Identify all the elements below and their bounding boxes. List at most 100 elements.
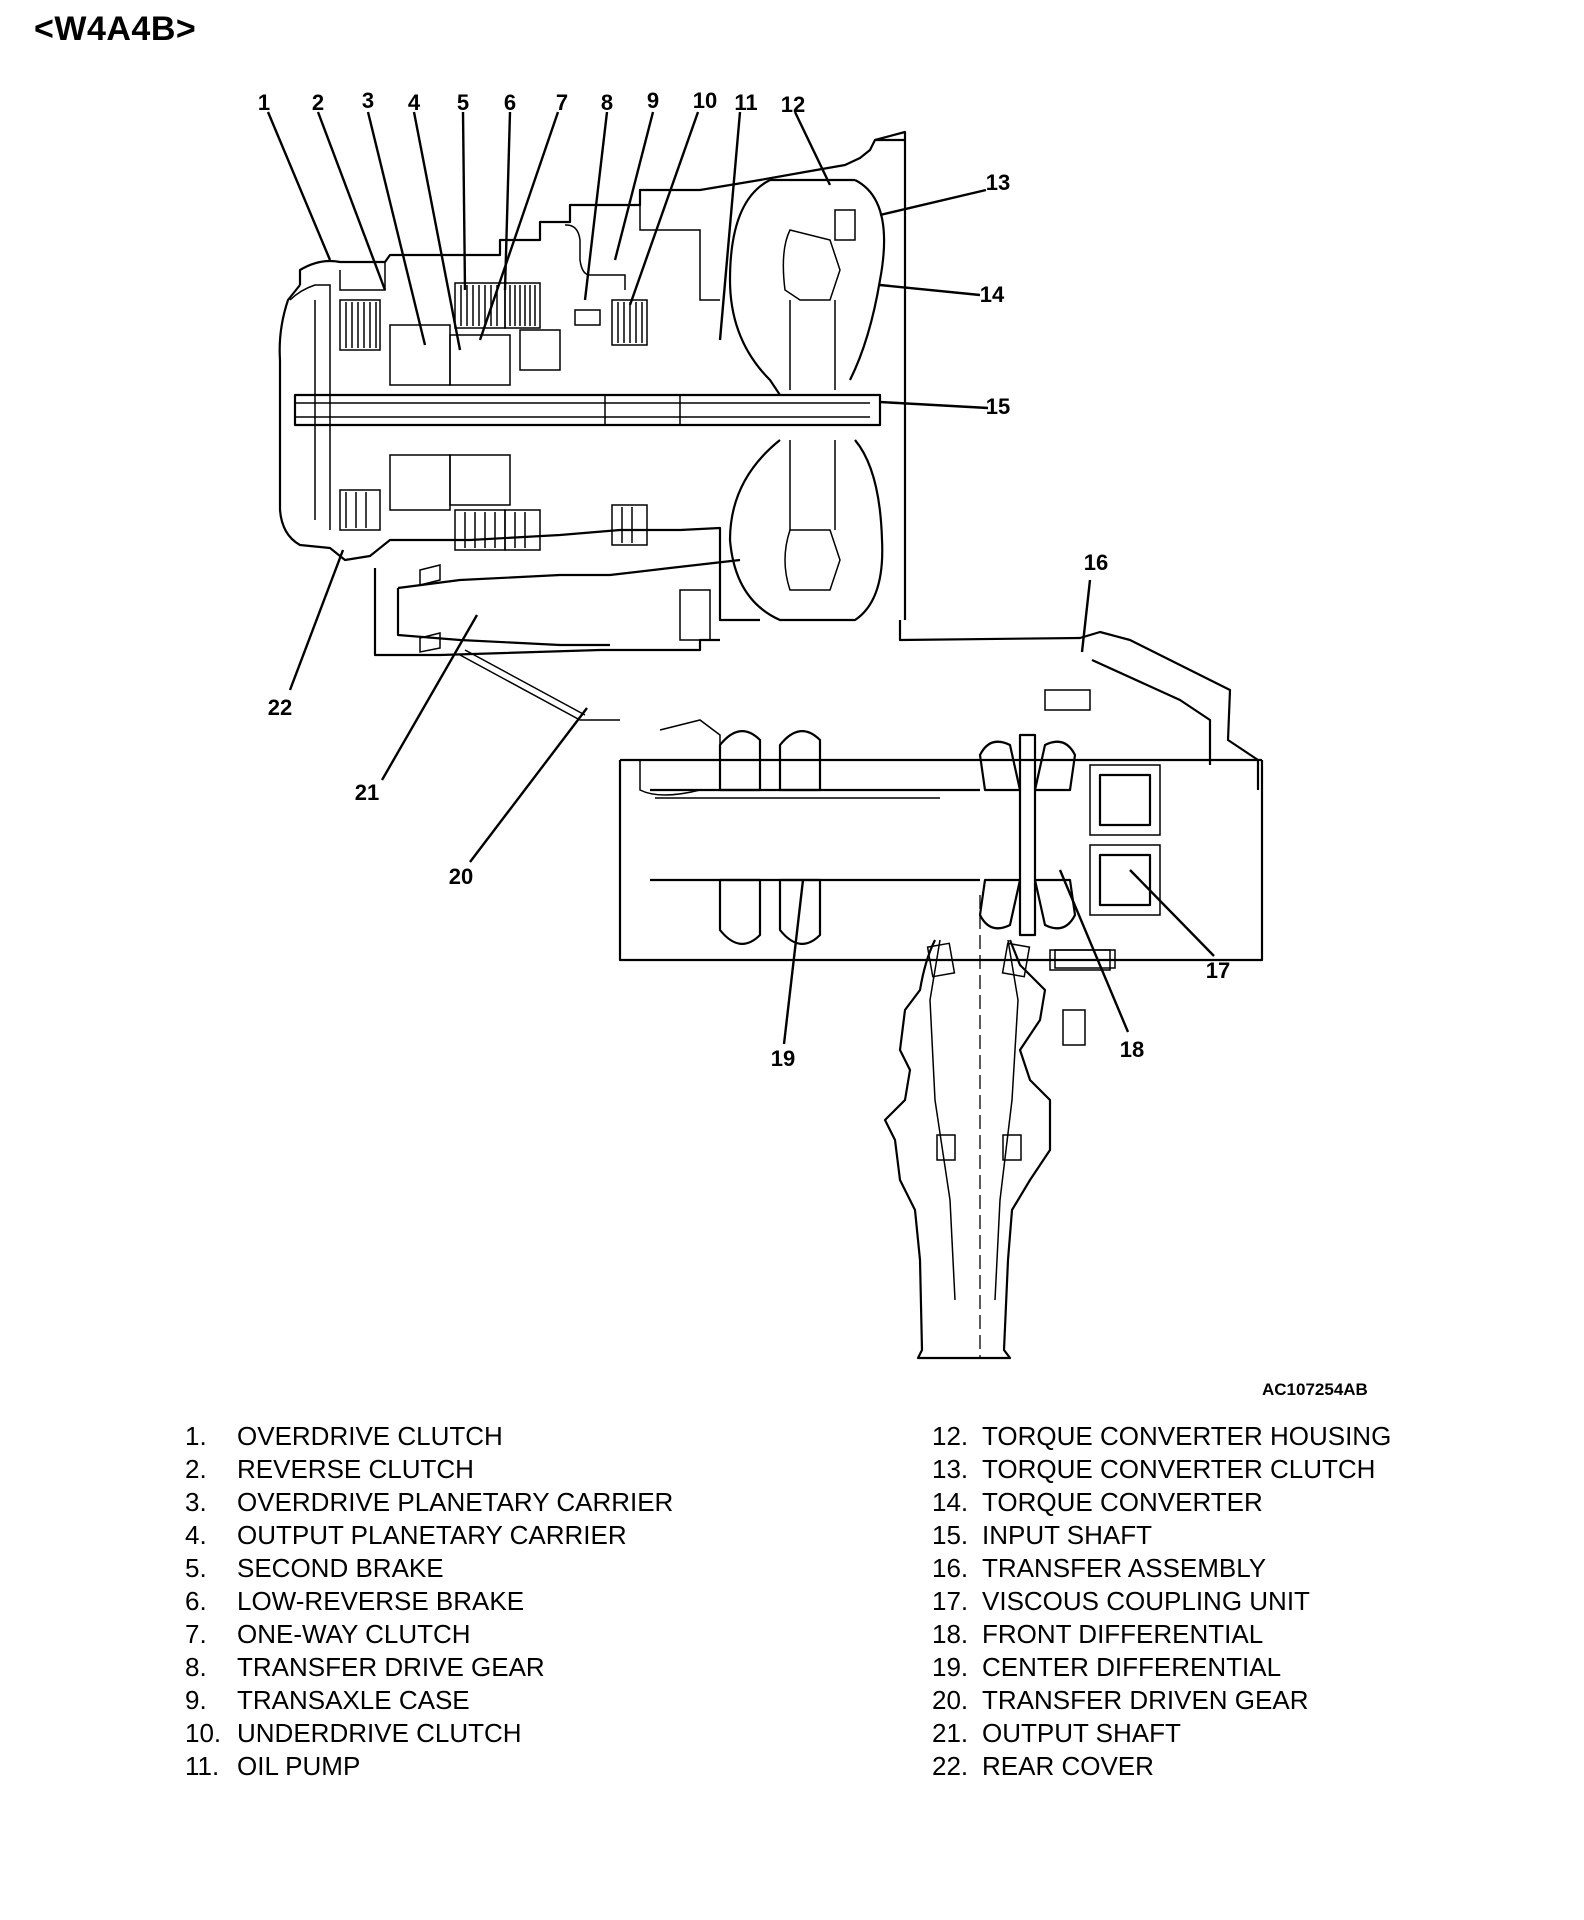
callout-20: 20 (449, 864, 473, 889)
legend-number: 9. (185, 1685, 207, 1715)
torque-converter (728, 178, 886, 622)
legend-number: 7. (185, 1619, 207, 1649)
callout-14: 14 (980, 282, 1005, 307)
parts-legend-left: 1. OVERDRIVE CLUTCH 2.REVERSE CLUTCH 3. OV… (185, 1420, 673, 1783)
callout-15: 15 (986, 394, 1010, 419)
legend-item: 3. OVERDRIVE PLANETARY CARRIER (185, 1486, 673, 1519)
callout-22: 22 (268, 695, 292, 720)
legend-number: 2. (185, 1454, 207, 1484)
transaxle-cross-section: 1 2 3 4 5 6 7 8 9 10 11 12 13 14 15 16 1… (258, 88, 1264, 1360)
legend-label: ONE-WAY CLUTCH (237, 1619, 471, 1649)
legend-item: 12. TORQUE CONVERTER HOUSING (932, 1420, 1391, 1453)
legend-label: OUTPUT SHAFT (982, 1718, 1181, 1748)
legend-number: 8. (185, 1652, 207, 1682)
planetary-carriers (389, 309, 601, 511)
legend-label: UNDERDRIVE CLUTCH (237, 1718, 522, 1748)
callout-1: 1 (258, 90, 270, 115)
rear-output-extension (883, 895, 1116, 1360)
callout-19: 19 (771, 1046, 795, 1071)
legend-label: INPUT SHAFT (982, 1520, 1152, 1550)
callout-9: 9 (647, 88, 659, 113)
legend-number: 12. (932, 1421, 969, 1451)
legend-item: 9. TRANSAXLE CASE (185, 1684, 673, 1717)
callout-16: 16 (1084, 550, 1108, 575)
legend-number: 13. (932, 1454, 969, 1484)
output-shaft-section (373, 558, 741, 721)
front-differential (978, 733, 1077, 937)
legend-label: VISCOUS COUPLING UNIT (982, 1586, 1310, 1616)
legend-label: OVERDRIVE PLANETARY CARRIER (237, 1487, 674, 1517)
legend-number: 18. (932, 1619, 969, 1649)
clutch-packs (339, 282, 648, 551)
callout-10: 10 (693, 88, 717, 113)
underdrive-clutch-plates (611, 299, 648, 346)
legend-label: TORQUE CONVERTER HOUSING (982, 1421, 1392, 1451)
legend-number: 5. (185, 1553, 207, 1583)
legend-number: 10. (185, 1718, 222, 1748)
overdrive-clutch-plates-upper (339, 299, 381, 351)
callout-2: 2 (312, 90, 324, 115)
legend-label: LOW-REVERSE BRAKE (237, 1586, 525, 1616)
callout-11: 11 (734, 90, 757, 115)
callout-21: 21 (355, 780, 379, 805)
legend-item: 6.LOW-REVERSE BRAKE (185, 1585, 673, 1618)
legend-label: OUTPUT PLANETARY CARRIER (237, 1520, 627, 1550)
legend-item: 8. TRANSFER DRIVE GEAR (185, 1651, 673, 1684)
legend-label: FRONT DIFFERENTIAL (982, 1619, 1264, 1649)
legend-label: CENTER DIFFERENTIAL (982, 1652, 1282, 1682)
legend-number: 19. (932, 1652, 969, 1682)
legend-item: 15. INPUT SHAFT (932, 1519, 1391, 1552)
legend-number: 20. (932, 1685, 969, 1715)
legend-label: REAR COVER (982, 1751, 1154, 1781)
legend-label: SECOND BRAKE (237, 1553, 444, 1583)
legend-item: 11.OIL PUMP (185, 1750, 673, 1783)
legend-label: TRANSFER ASSEMBLY (982, 1553, 1267, 1583)
legend-number: 16. (932, 1553, 969, 1583)
callout-6: 6 (504, 90, 516, 115)
legend-item: 10. UNDERDRIVE CLUTCH (185, 1717, 673, 1750)
legend-item: 7. ONE-WAY CLUTCH (185, 1618, 673, 1651)
model-title: <W4A4B> (34, 10, 197, 48)
legend-item: 5. SECOND BRAKE (185, 1552, 673, 1585)
viscous-coupling-unit (1044, 689, 1161, 971)
callout-7: 7 (556, 90, 568, 115)
transfer-assembly (618, 620, 1264, 962)
callouts: 1 2 3 4 5 6 7 8 9 10 11 12 13 14 15 16 1… (258, 88, 1230, 1071)
transmission-housing (278, 130, 907, 622)
callout-5: 5 (457, 90, 469, 115)
legend-number: 1. (185, 1421, 207, 1451)
legend-item: 14. TORQUE CONVERTER (932, 1486, 1391, 1519)
legend-label: TORQUE CONVERTER CLUTCH (982, 1454, 1376, 1484)
legend-item: 20. TRANSFER DRIVEN GEAR (932, 1684, 1391, 1717)
legend-label: TORQUE CONVERTER (982, 1487, 1263, 1517)
legend-item: 2.REVERSE CLUTCH (185, 1453, 673, 1486)
callout-13: 13 (986, 170, 1010, 195)
legend-number: 15. (932, 1520, 969, 1550)
clutch-plates-lower (339, 489, 648, 551)
legend-item: 13. TORQUE CONVERTER CLUTCH (932, 1453, 1391, 1486)
parts-legend-right: 12. TORQUE CONVERTER HOUSING 13. TORQUE CO… (932, 1420, 1391, 1783)
legend-label: OIL PUMP (237, 1751, 361, 1781)
legend-label: TRANSFER DRIVEN GEAR (982, 1685, 1309, 1715)
legend-item: 22. REAR COVER (932, 1750, 1391, 1783)
second-brake-plates (454, 282, 506, 329)
legend-item: 4. OUTPUT PLANETARY CARRIER (185, 1519, 673, 1552)
legend-number: 4. (185, 1520, 207, 1550)
legend-number: 22. (932, 1751, 969, 1781)
callout-12: 12 (781, 92, 805, 117)
legend-label: TRANSFER DRIVE GEAR (237, 1652, 545, 1682)
callout-8: 8 (601, 90, 613, 115)
legend-number: 14. (932, 1487, 969, 1517)
legend-label: TRANSAXLE CASE (237, 1685, 470, 1715)
callout-4: 4 (408, 90, 421, 115)
callout-18: 18 (1120, 1037, 1144, 1062)
input-shaft (293, 393, 882, 427)
legend-item: 16. TRANSFER ASSEMBLY (932, 1552, 1391, 1585)
legend-item: 21.OUTPUT SHAFT (932, 1717, 1391, 1750)
legend-item: 17.VISCOUS COUPLING UNIT (932, 1585, 1391, 1618)
legend-number: 3. (185, 1487, 207, 1517)
legend-label: OVERDRIVE CLUTCH (237, 1421, 503, 1451)
center-differential (650, 730, 980, 945)
legend-item: 1. OVERDRIVE CLUTCH (185, 1420, 673, 1453)
callout-17: 17 (1206, 958, 1230, 983)
